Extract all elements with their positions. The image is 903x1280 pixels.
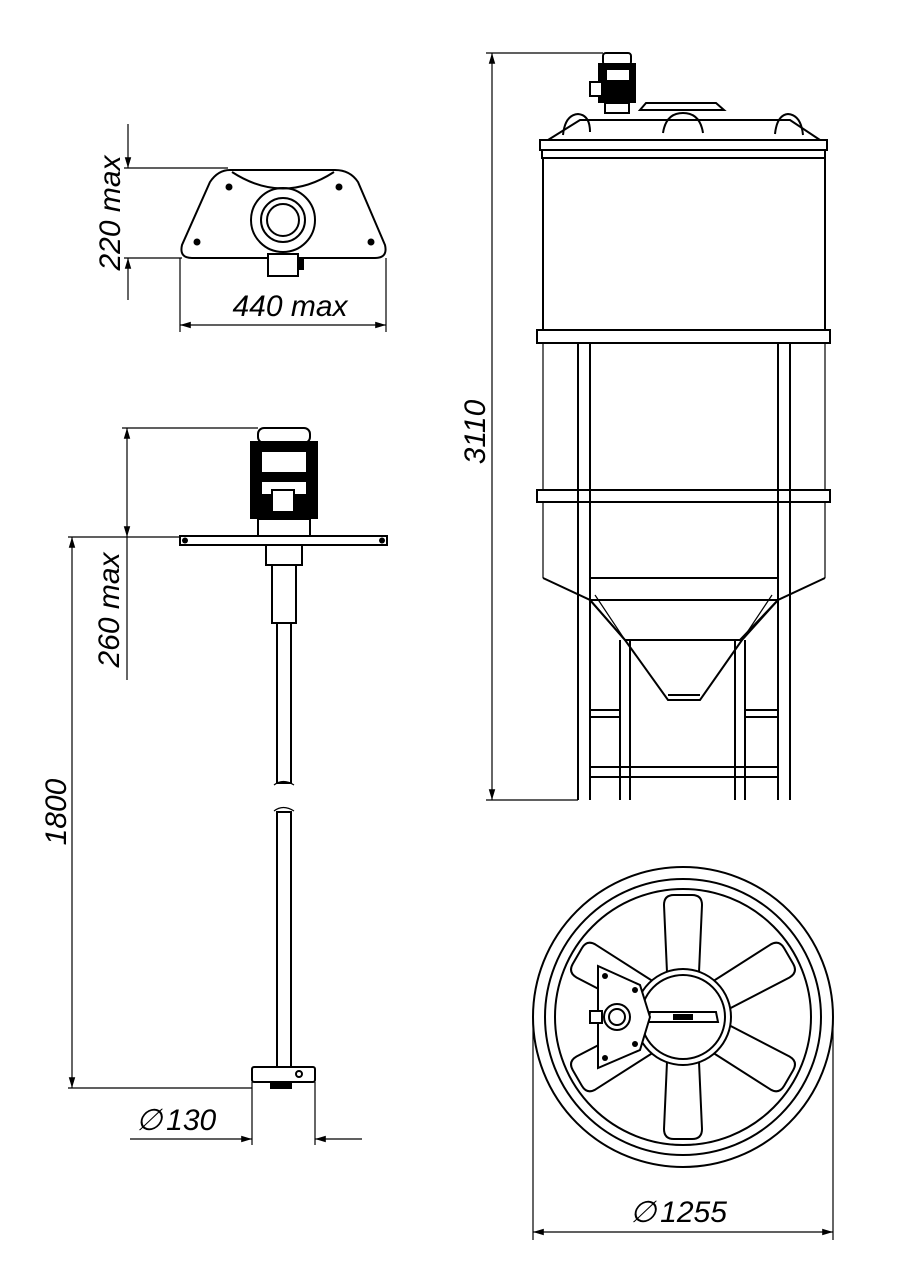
shaft-length-label: 1800 bbox=[40, 778, 73, 845]
bracket-width-label: 440 max bbox=[232, 290, 348, 323]
bracket-width-dimension: 440 max bbox=[179, 258, 387, 332]
mounting-plate bbox=[179, 535, 388, 546]
svg-text:∅130: ∅130 bbox=[136, 1104, 217, 1137]
impeller-diameter-label: 130 bbox=[166, 1104, 216, 1137]
tank-height-label: 3110 bbox=[459, 399, 492, 464]
tank-diameter-dimension: ∅1255 bbox=[532, 1017, 834, 1240]
impeller-icon bbox=[251, 1066, 316, 1089]
diameter-symbol-2: ∅ bbox=[630, 1196, 658, 1229]
motor-height-label: 260 max bbox=[93, 551, 126, 668]
motor-icon bbox=[250, 427, 318, 537]
diameter-symbol: ∅ bbox=[136, 1104, 164, 1137]
tank-height-dimension: 3110 bbox=[459, 52, 603, 801]
shaft-length-dimension: 1800 bbox=[40, 537, 252, 1089]
shaft-upper bbox=[276, 622, 292, 784]
mounting-bracket-view bbox=[180, 169, 387, 277]
tank-diameter-label: 1255 bbox=[660, 1196, 727, 1229]
svg-text:∅1255: ∅1255 bbox=[630, 1196, 727, 1229]
tank-side-view bbox=[536, 52, 831, 800]
bracket-height-label: 220 max bbox=[94, 154, 127, 271]
tank-motor-icon bbox=[589, 52, 636, 114]
mixer-assembly bbox=[179, 427, 388, 1089]
impeller-diameter-dimension: ∅130 bbox=[130, 1082, 362, 1145]
motor-height-dimension: 260 max bbox=[68, 427, 258, 680]
bracket-height-dimension: 220 max bbox=[94, 124, 228, 300]
tank-top-view bbox=[532, 866, 834, 1168]
shaft-lower bbox=[276, 811, 292, 1068]
